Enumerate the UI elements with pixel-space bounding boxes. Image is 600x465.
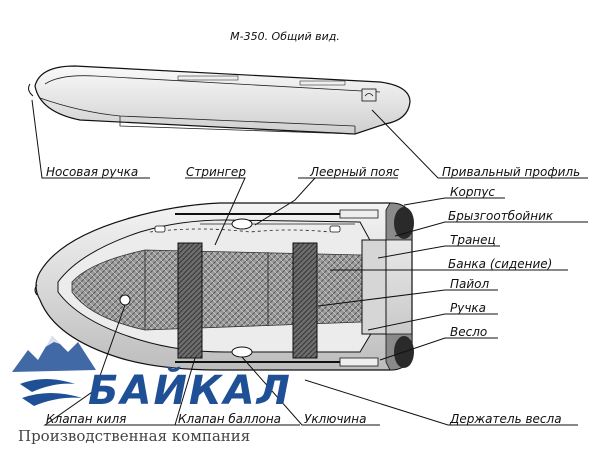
leader-spray-rail bbox=[394, 221, 588, 237]
label-bow-handle: Носовая ручка bbox=[46, 165, 138, 179]
label-tube-valve: Клапан баллона bbox=[178, 412, 281, 426]
side-seat-rear bbox=[299, 80, 346, 86]
leader-floor bbox=[317, 289, 498, 307]
tube-handle-2 bbox=[329, 225, 341, 233]
side-bow-handle bbox=[28, 83, 34, 97]
side-view bbox=[28, 65, 411, 135]
leader-lifeline bbox=[254, 177, 316, 226]
top-view bbox=[34, 202, 414, 371]
leader-transom bbox=[377, 245, 500, 259]
side-seat bbox=[177, 75, 239, 81]
company-logo: БАЙКАЛ Производственная компания bbox=[12, 336, 292, 445]
label-bench: Банка (сидение) bbox=[448, 257, 552, 271]
oar-blade-bottom bbox=[339, 357, 379, 367]
drawing-title: М-350. Общий вид. bbox=[230, 30, 340, 43]
tube-handle-1 bbox=[154, 225, 166, 233]
leader-tube-valve bbox=[174, 357, 300, 426]
oarlock-bottom bbox=[231, 346, 253, 358]
label-spray-rail: Брызгоотбойник bbox=[448, 209, 554, 223]
rubbing-strake-line bbox=[39, 97, 356, 127]
leader-hull bbox=[403, 197, 505, 206]
transom bbox=[361, 239, 387, 335]
leader-keel-valve bbox=[43, 304, 175, 426]
leader-lines bbox=[31, 99, 588, 426]
label-stringer: Стрингер bbox=[186, 165, 246, 179]
bench-rear bbox=[292, 242, 318, 359]
leader-bow-handle bbox=[31, 99, 150, 179]
label-rubbing-strake: Привальный профиль bbox=[442, 165, 580, 179]
mountains-icon bbox=[12, 336, 96, 372]
leader-oarlock bbox=[241, 356, 380, 426]
label-oarlock: Уключина bbox=[304, 412, 366, 426]
bench-front bbox=[177, 242, 203, 359]
oarlock-top bbox=[231, 218, 253, 230]
leader-handle bbox=[367, 313, 498, 331]
stern-cap-top bbox=[394, 207, 414, 239]
keel-valve bbox=[119, 294, 131, 306]
side-logo-mark bbox=[364, 93, 374, 97]
labels: Носовая ручка Стрингер Леерный пояс Прив… bbox=[46, 165, 580, 426]
brand-name: БАЙКАЛ bbox=[88, 366, 292, 414]
leader-rubbing-strake bbox=[371, 109, 588, 179]
label-oar: Весло bbox=[450, 325, 487, 339]
bow-handle-top bbox=[34, 284, 38, 296]
leader-oar-holder bbox=[304, 379, 578, 426]
wave-icon-2 bbox=[22, 393, 82, 406]
mountain-snow-icon bbox=[40, 336, 60, 350]
label-lifeline: Леерный пояс bbox=[309, 165, 400, 179]
floor-panel bbox=[71, 249, 363, 331]
wave-icon-1 bbox=[20, 379, 75, 392]
label-handle: Ручка bbox=[450, 301, 486, 315]
side-hull-bottom bbox=[119, 116, 356, 135]
side-tube-highlight bbox=[44, 75, 381, 93]
label-keel-valve: Клапан киля bbox=[46, 412, 126, 426]
label-transom: Транец bbox=[450, 233, 496, 247]
leader-oar bbox=[379, 337, 498, 361]
leader-stringer bbox=[185, 177, 246, 246]
side-logo-plate bbox=[361, 88, 377, 102]
oar-blade-top bbox=[339, 209, 379, 219]
label-floor: Пайол bbox=[450, 277, 490, 291]
label-oar-holder: Держатель весла bbox=[449, 412, 562, 426]
company-tagline: Производственная компания bbox=[18, 427, 250, 445]
label-hull: Корпус bbox=[450, 185, 495, 199]
